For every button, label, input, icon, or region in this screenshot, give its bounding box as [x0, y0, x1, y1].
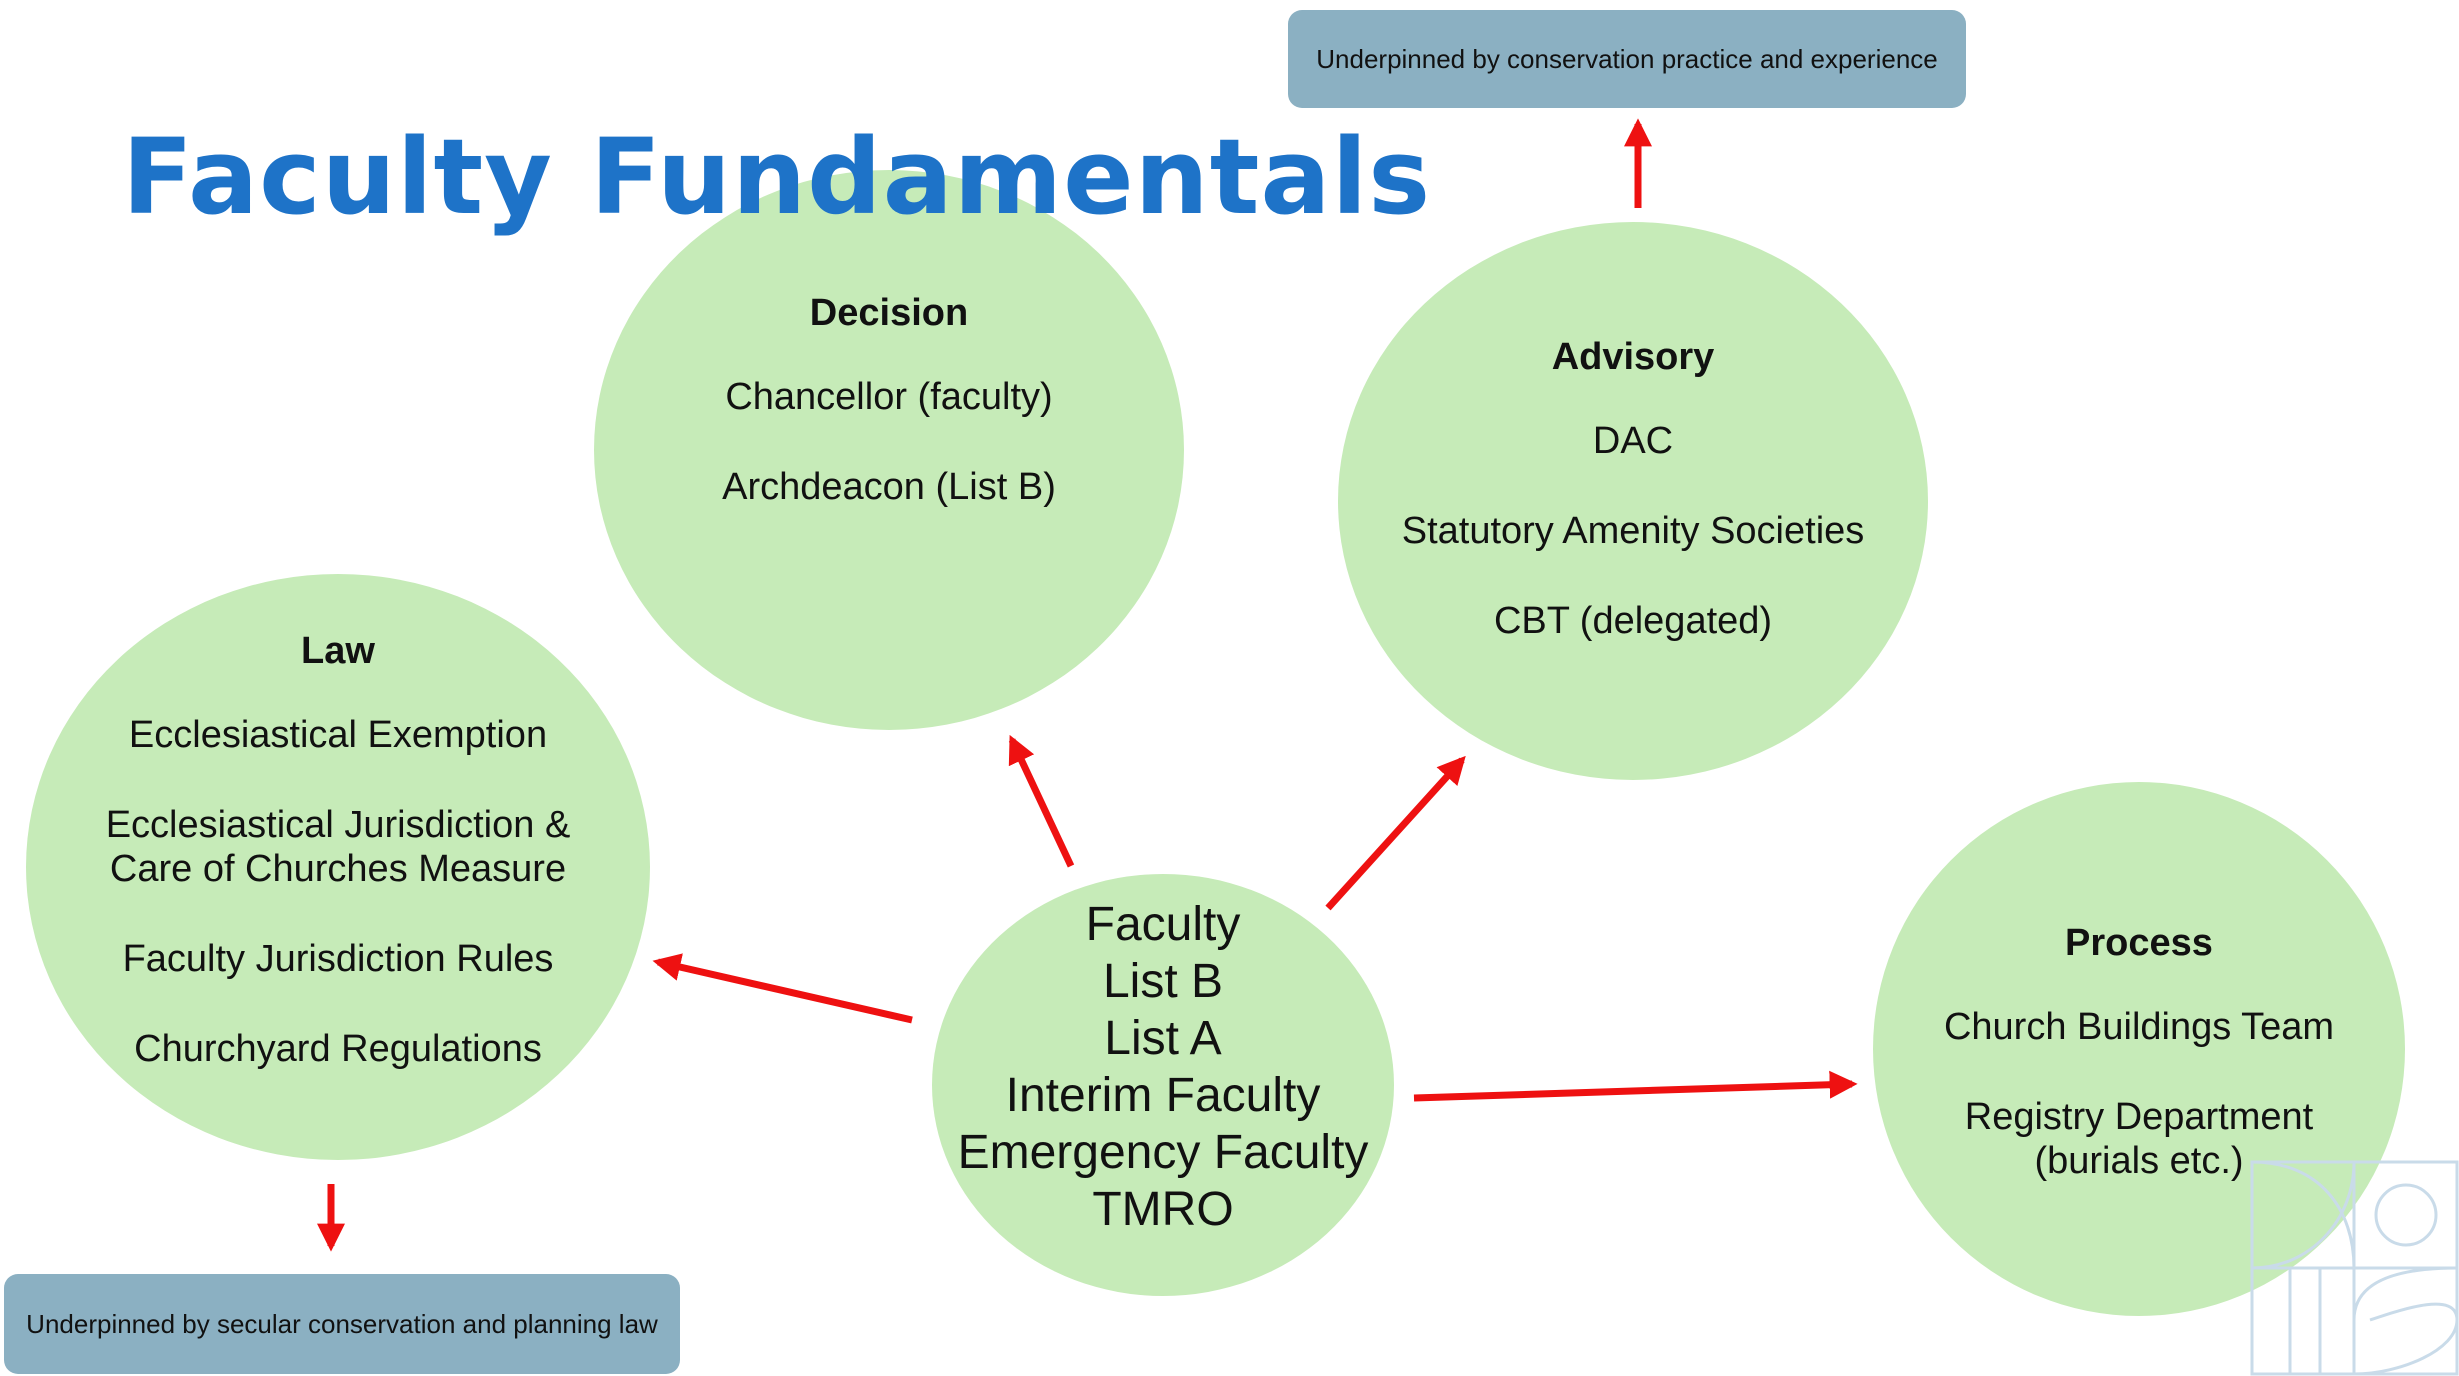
law-item-jurisdiction-measure: Ecclesiastical Jurisdiction & Care of Ch… — [105, 804, 571, 890]
center-line-interim-faculty: Interim Faculty — [1005, 1069, 1321, 1122]
decision-heading: Decision — [809, 292, 969, 334]
center-line-emergency-faculty: Emergency Faculty — [957, 1126, 1369, 1179]
watermark-logo — [2250, 1160, 2459, 1376]
arrow-to-process — [1413, 1070, 1858, 1102]
center-line-tmro: TMRO — [1092, 1183, 1234, 1236]
law-circle: Law Ecclesiastical Exemption Ecclesiasti… — [26, 574, 650, 1160]
advisory-heading: Advisory — [1551, 336, 1715, 378]
decision-item-chancellor: Chancellor (faculty) — [725, 376, 1053, 418]
center-line-faculty: Faculty — [1085, 898, 1241, 951]
law-item-ecclesiastical-exemption: Ecclesiastical Exemption — [128, 714, 548, 756]
decision-circle: Decision Chancellor (faculty) Archdeacon… — [594, 170, 1184, 730]
arrow-to-law — [652, 953, 913, 1024]
process-circle: Process Church Buildings Team Registry D… — [1873, 782, 2405, 1316]
arrow-to-decision — [1008, 734, 1075, 868]
process-item-buildings-team: Church Buildings Team — [1943, 1006, 2335, 1048]
advisory-item-amenity-societies: Statutory Amenity Societies — [1401, 510, 1865, 552]
law-heading: Law — [301, 630, 375, 672]
center-circle: Faculty List B List A Interim Faculty Em… — [932, 874, 1394, 1296]
law-item-churchyard-regulations: Churchyard Regulations — [134, 1028, 542, 1070]
advisory-circle: Advisory DAC Statutory Amenity Societies… — [1338, 222, 1928, 780]
center-line-list-b: List B — [1102, 955, 1224, 1008]
advisory-item-dac: DAC — [1592, 420, 1674, 462]
decision-item-archdeacon: Archdeacon (List B) — [722, 466, 1056, 508]
center-line-list-a: List A — [1104, 1012, 1222, 1065]
arrow-to-advisory — [1325, 755, 1466, 911]
law-item-faculty-rules: Faculty Jurisdiction Rules — [122, 938, 554, 980]
process-heading: Process — [2065, 922, 2213, 964]
page-title: Faculty Fundamentals — [122, 116, 1432, 238]
advisory-item-cbt: CBT (delegated) — [1493, 600, 1773, 642]
note-bottom: Underpinned by secular conservation and … — [4, 1274, 680, 1374]
note-top: Underpinned by conservation practice and… — [1288, 10, 1966, 108]
process-item-registry: Registry Department (burials etc.) — [1964, 1096, 2314, 1182]
